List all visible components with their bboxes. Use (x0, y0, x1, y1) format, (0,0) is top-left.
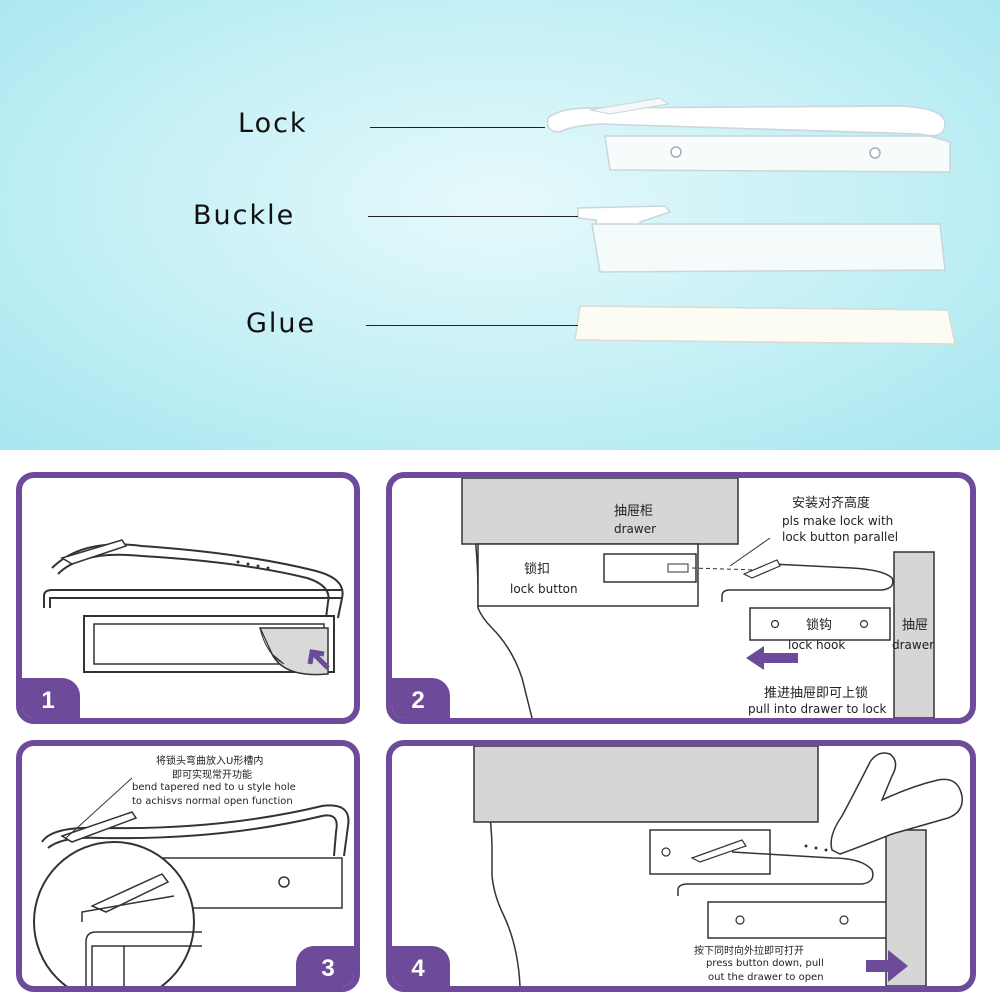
lock-hook-cn: 锁钩 (806, 618, 833, 633)
step-4-en-2: out the drawer to open (708, 972, 824, 983)
lock-leader-line (370, 127, 545, 128)
step-4-cn: 按下同时向外拉即可打开 (694, 946, 804, 957)
step-4-panel: 按下同时向外拉即可打开 press button down, pull out … (386, 740, 976, 992)
step-3-cn-2: 即可实现常开功能 (172, 770, 252, 781)
product-parts-image (546, 97, 956, 345)
buckle-leader-line (368, 216, 578, 217)
push-en: pull into drawer to lock (748, 702, 887, 716)
product-photo: Lock Buckle Glue (0, 0, 1000, 450)
step-3-cn-1: 将锁头弯曲放入U形槽内 (156, 756, 264, 767)
step-1-number: 1 (22, 678, 80, 718)
drawer-top-cn: 抽屉柜 (614, 504, 654, 519)
step-3-number: 3 (296, 946, 354, 986)
glue-leader-line (366, 325, 578, 326)
step-3-panel: 将锁头弯曲放入U形槽内 即可实现常开功能 bend tapered ned to… (16, 740, 360, 992)
note-en-2: lock button parallel (782, 530, 899, 544)
step-1-illustration (43, 539, 344, 676)
drawer-top-en: drawer (614, 522, 657, 536)
step-2-panel: 抽屉柜 drawer 安装对齐高度 pls make lock with loc… (386, 472, 976, 724)
note-en-1: pls make lock with (782, 514, 894, 528)
drawer-side-en: drawer (892, 638, 935, 652)
lock-label: Lock (238, 108, 308, 139)
step-4-en-1: press button down, pull (706, 958, 824, 969)
lock-part (546, 97, 951, 173)
step-2-number: 2 (392, 678, 450, 718)
glue-part (574, 305, 956, 345)
lock-hook-en: lock hook (788, 638, 846, 652)
step-4-illustration (473, 746, 963, 986)
step-4-number: 4 (392, 946, 450, 986)
lock-button-cn: 锁扣 (524, 562, 551, 577)
push-cn: 推进抽屉即可上锁 (764, 686, 869, 701)
step-2-illustration (461, 478, 935, 718)
buckle-part (577, 205, 946, 273)
glue-label: Glue (246, 308, 317, 339)
step-3-illustration (33, 777, 350, 986)
step-3-en-2: to achisvs normal open function (132, 796, 293, 807)
step-3-en-1: bend tapered ned to u style hole (132, 782, 296, 793)
drawer-side-cn: 抽屉 (902, 618, 929, 633)
lock-button-en: lock button (510, 582, 578, 596)
buckle-label: Buckle (193, 200, 296, 231)
step-1-panel: 1 (16, 472, 360, 724)
note-cn: 安装对齐高度 (792, 496, 871, 511)
